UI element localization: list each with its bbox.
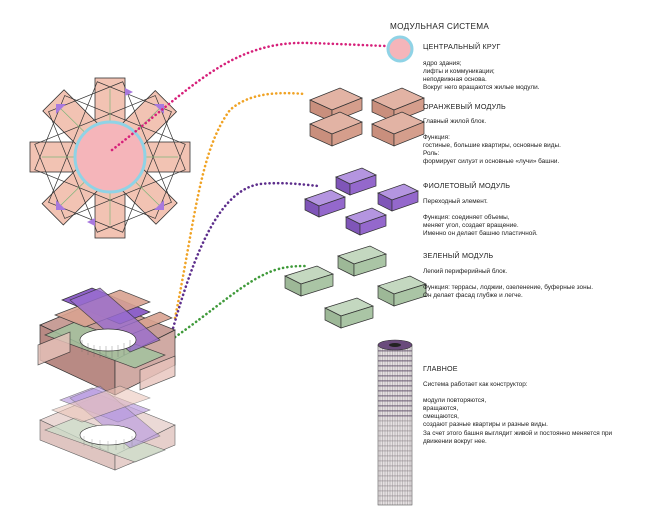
summary-text: Система работает как конструктор: модули… (423, 381, 613, 445)
violet-modules (304, 167, 419, 236)
violet-module-text: Переходный элемент. Функция: соединяет о… (423, 198, 538, 238)
orange-module-heading: ОРАНЖЕВЫЙ МОДУЛЬ (423, 102, 506, 111)
orange-modules (309, 87, 425, 147)
orange-module-text: Главный жилой блок. Функция: гостиные, б… (423, 118, 561, 166)
summary-heading: ГЛАВНОЕ (423, 364, 458, 373)
green-module-heading: ЗЕЛЕНЫЙ МОДУЛЬ (423, 251, 494, 260)
connector-lines (110, 41, 387, 344)
diagram-title: МОДУЛЬНАЯ СИСТЕМА (390, 22, 490, 31)
central-circle-heading: ЦЕНТРАЛЬНЫЙ КРУГ (423, 42, 501, 51)
central-circle-text: ядро здания; лифты и коммуникации; непод… (423, 60, 540, 92)
central-circle-icon (386, 35, 414, 63)
green-modules (284, 245, 427, 329)
violet-module-heading: ФИОЛЕТОВЫЙ МОДУЛЬ (423, 181, 511, 190)
tower-elevation (377, 339, 413, 506)
plan-view (29, 77, 191, 239)
green-module-text: Легкий периферийный блок. Функция: терра… (423, 268, 593, 300)
axonometric-assembly-solid (37, 287, 176, 396)
axonometric-assembly-transparent (39, 385, 176, 471)
